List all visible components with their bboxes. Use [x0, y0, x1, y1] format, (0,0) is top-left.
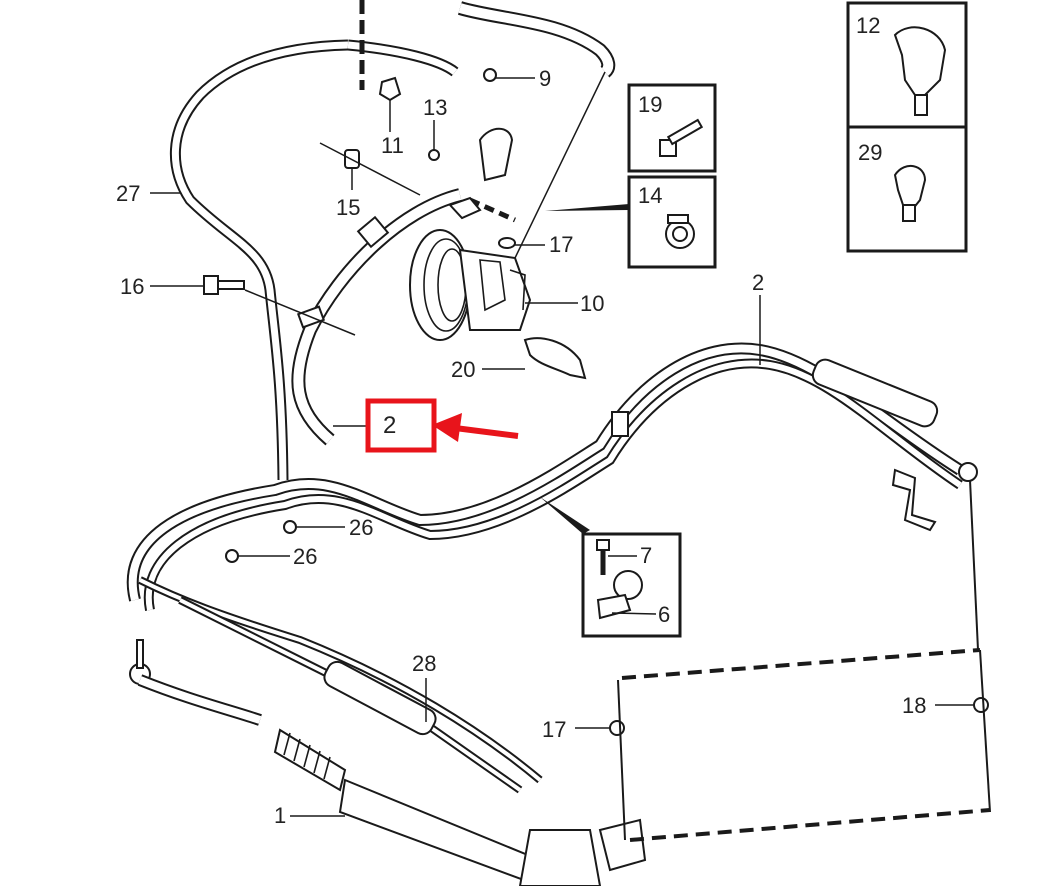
- label-part-20: 20: [451, 357, 475, 382]
- label-part-9: 9: [539, 66, 551, 91]
- inset-box-19: [627, 83, 717, 173]
- label-part-15: 15: [336, 195, 360, 220]
- highlight-box: [365, 398, 437, 453]
- bolt-16: [203, 275, 245, 295]
- pressure-line-2: [126, 342, 964, 611]
- bracket-20: [523, 337, 587, 380]
- inset-box-12: [846, 1, 968, 129]
- label-part-11: 11: [381, 133, 404, 158]
- highlight-arrow-head: [432, 413, 462, 442]
- power-steering-pump-10: [409, 229, 532, 341]
- label-part-26-lower: 26: [293, 544, 317, 569]
- leader-lines: [150, 71, 974, 817]
- label-part-10: 10: [580, 291, 604, 316]
- dashed-return-hose: [617, 648, 991, 842]
- inset-box-6-7: [540, 497, 682, 638]
- label-part-18: 18: [902, 693, 926, 718]
- label-part-16: 16: [120, 274, 144, 299]
- line-bracket-right: [891, 462, 979, 651]
- steering-rack-1: [129, 639, 647, 886]
- label-part-29: 29: [858, 140, 882, 165]
- highlight-arrow-shaft: [454, 425, 519, 439]
- label-part-7: 7: [640, 543, 652, 568]
- rack-boot: [273, 728, 347, 792]
- label-part-12: 12: [856, 13, 880, 38]
- fitting-group-top: [344, 68, 516, 249]
- label-part-13: 13: [423, 95, 447, 120]
- label-part-2-right: 2: [752, 270, 764, 295]
- highlight-callout: 2: [365, 398, 519, 453]
- label-part-6: 6: [658, 602, 670, 627]
- dashed-hose-top: [359, 0, 616, 223]
- label-part-26-upper: 26: [349, 515, 373, 540]
- label-part-14: 14: [638, 183, 662, 208]
- label-part-1: 1: [274, 803, 286, 828]
- label-part-17-upper: 17: [549, 232, 573, 257]
- inset-box-29: [846, 125, 968, 253]
- label-part-28: 28: [412, 651, 436, 676]
- return-line: [138, 576, 543, 794]
- label-part-19: 19: [638, 92, 662, 117]
- label-part-2-highlighted: 2: [383, 412, 396, 439]
- label-part-17-lower: 17: [542, 717, 566, 742]
- inset-box-14: [545, 175, 717, 269]
- label-part-27: 27: [116, 181, 140, 206]
